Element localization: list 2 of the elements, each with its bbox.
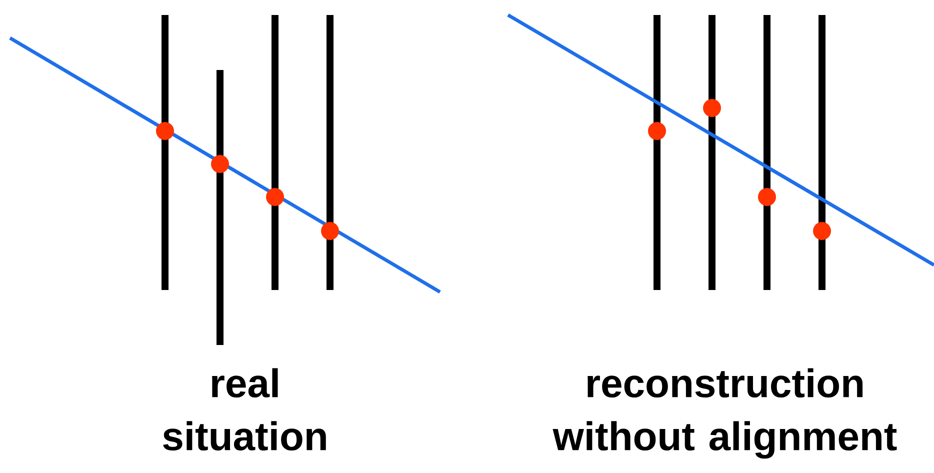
- caption-text: reconstruction without alignment: [552, 368, 897, 459]
- caption-text: real situation: [163, 368, 326, 451]
